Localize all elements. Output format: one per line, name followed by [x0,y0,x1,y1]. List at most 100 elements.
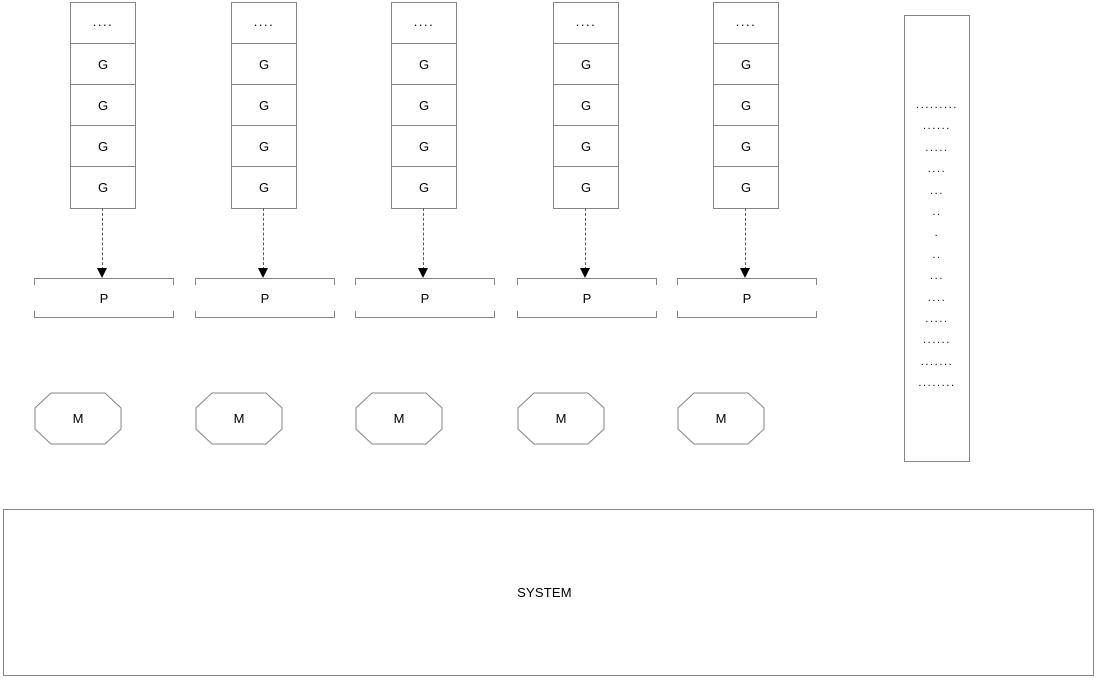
stack-cell-gpu: G [580,180,592,195]
dot-row: .... [927,163,947,176]
corner-tick-top-left [517,278,518,285]
octagon-shape-icon [517,392,605,445]
arrowhead-icon [418,268,428,278]
processor-bar: P [355,278,495,318]
processor-bar: P [34,278,174,318]
corner-tick-bottom-right [816,311,817,318]
stack-cell-ellipsis: .... [71,3,135,44]
stack-cell-gpu: G [554,85,618,126]
corner-tick-top-right [173,278,174,285]
corner-tick-bottom-left [34,311,35,318]
processor-label: P [582,290,592,306]
processor-bar-top-edge [677,278,817,279]
stack-cell-gpu: G [232,85,296,126]
processor-label: P [99,290,109,306]
processor-label: P [420,290,430,306]
stack-cell-gpu: G [554,44,618,85]
arrowhead-icon [580,268,590,278]
dot-row: ....... [920,355,954,368]
memory-octagon: M [355,392,443,445]
octagon-shape-icon [355,392,443,445]
dot-row: .. [932,248,942,261]
dot-row: ........ [918,377,956,390]
corner-tick-bottom-right [173,311,174,318]
corner-tick-top-right [656,278,657,285]
arrowhead-icon [97,268,107,278]
stack-cell-gpu: G [714,126,778,167]
memory-label: M [393,411,405,426]
dashed-connector-line [745,208,746,270]
corner-tick-bottom-left [195,311,196,318]
dot-row: ......... [916,99,958,111]
processor-bar-bottom-edge [195,317,335,318]
corner-tick-top-left [677,278,678,285]
processor-bar: P [677,278,817,318]
processor-bar-top-edge [34,278,174,279]
stack-cell-gpu: G [392,126,456,167]
corner-tick-top-right [494,278,495,285]
dot-row: ..... [925,141,949,154]
dot-row: ... [930,270,944,283]
dot-row: ...... [923,120,951,133]
corner-tick-bottom-right [494,311,495,318]
corner-tick-top-right [334,278,335,285]
corner-tick-bottom-right [334,311,335,318]
dashed-connector-line [102,208,103,270]
processor-label: P [742,290,752,306]
memory-octagon: M [195,392,283,445]
octagon-shape-icon [195,392,283,445]
corner-tick-bottom-right [656,311,657,318]
corner-tick-top-right [816,278,817,285]
stack-cell-gpu: G [392,85,456,126]
right-panel: ........................................… [904,15,970,462]
corner-tick-bottom-left [517,311,518,318]
stack-cell-ellipsis: .... [392,3,456,44]
arrowhead-icon [258,268,268,278]
dot-row: ... [930,184,944,197]
stack-cell-gpu: G [97,180,109,195]
dot-row: ...... [923,334,951,347]
system-box: SYSTEM [3,509,1094,676]
stack-cell-gpu: G [232,126,296,167]
memory-octagon: M [517,392,605,445]
stack-cell-gpu: G [714,85,778,126]
processor-bar-top-edge [355,278,495,279]
stack-cell-gpu: G [418,180,430,195]
system-label: SYSTEM [517,585,572,600]
stack-cell-gpu: G [554,126,618,167]
stack-cell-gpu: G [232,44,296,85]
dot-row: .. [932,205,942,218]
memory-label: M [72,411,84,426]
memory-label: M [715,411,727,426]
stack-cell-gpu: G [71,85,135,126]
dot-row: ..... [925,312,949,325]
memory-octagon: M [677,392,765,445]
processor-label: P [260,290,270,306]
dashed-connector-line [423,208,424,270]
dashed-connector-line [263,208,264,270]
arrowhead-icon [740,268,750,278]
dot-row: . [934,227,940,240]
corner-tick-top-left [34,278,35,285]
dot-row: .... [927,291,947,304]
dot-pattern: ........................................… [905,95,969,394]
stack-cell-ellipsis: .... [232,3,296,44]
stack-cell-gpu: G [392,44,456,85]
processor-bar: P [517,278,657,318]
corner-tick-top-left [355,278,356,285]
processor-bar-bottom-edge [517,317,657,318]
processor-bar: P [195,278,335,318]
stack-cell-gpu: G [71,126,135,167]
memory-octagon: M [34,392,122,445]
octagon-shape-icon [34,392,122,445]
